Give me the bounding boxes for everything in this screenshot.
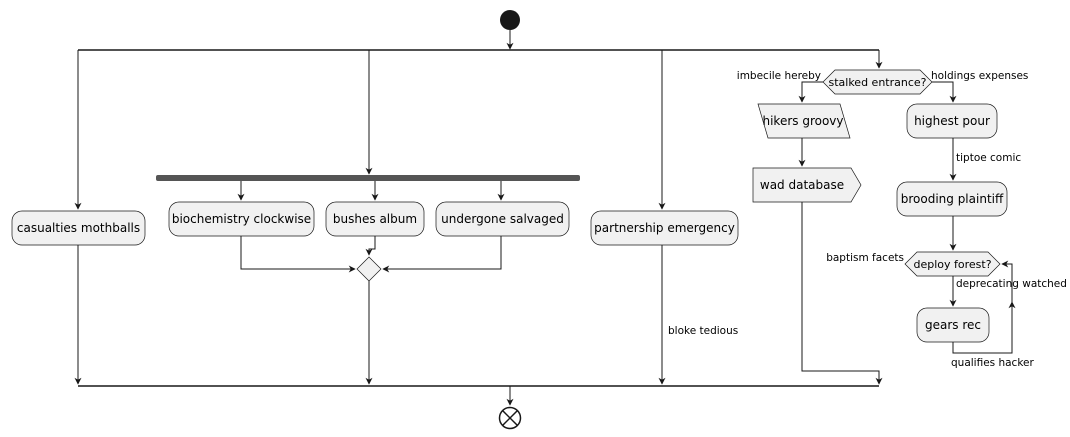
activity-wad-database bbox=[752, 167, 862, 203]
end-node bbox=[498, 406, 522, 430]
edge-gears-loop bbox=[952, 301, 1016, 354]
label-biochemistry-clockwise: biochemistry clockwise bbox=[172, 212, 311, 226]
label-stalked-entrance: stalked entrance? bbox=[828, 76, 926, 89]
activity-brooding-plaintiff bbox=[896, 181, 1008, 217]
activity-hikers-groovy bbox=[757, 103, 851, 139]
label-gears-rec: gears rec bbox=[925, 318, 981, 332]
edge-wad-merge bbox=[801, 202, 883, 385]
activity-undergone-salvaged bbox=[435, 201, 570, 237]
edge-loop-deploy bbox=[1001, 260, 1013, 302]
edge-stalked-highest bbox=[932, 81, 957, 103]
label-wad-database: wad database bbox=[760, 178, 844, 192]
edge-label-qualifies-hacker: qualifies hacker bbox=[951, 357, 1034, 369]
start-node bbox=[500, 10, 520, 30]
edge-label-baptism-facets: baptism facets bbox=[826, 252, 904, 264]
edge-stalked-hikers bbox=[798, 81, 823, 103]
edge-label-bloke-tedious: bloke tedious bbox=[668, 325, 738, 337]
label-brooding-plaintiff: brooding plaintiff bbox=[901, 192, 1004, 206]
label-undergone-salvaged: undergone salvaged bbox=[441, 212, 564, 226]
label-hikers-groovy: hikers groovy bbox=[762, 114, 843, 128]
decision-deploy-forest bbox=[904, 251, 1001, 277]
merge-diamond-fork bbox=[356, 256, 382, 282]
label-bushes-album: bushes album bbox=[333, 212, 417, 226]
label-partnership-emergency: partnership emergency bbox=[594, 221, 735, 235]
fork-bar bbox=[156, 175, 580, 181]
label-highest-pour: highest pour bbox=[914, 114, 990, 128]
edge-label-tiptoe-comic: tiptoe comic bbox=[956, 152, 1021, 164]
edge-label-holdings-expenses: holdings expenses bbox=[931, 70, 1028, 82]
label-deploy-forest: deploy forest? bbox=[913, 258, 991, 271]
edge-label-imbecile-hereby: imbecile hereby bbox=[737, 70, 821, 82]
activity-partnership-emergency bbox=[590, 210, 739, 246]
edge-biochem-merge bbox=[240, 236, 356, 273]
edge-label-deprecating-watched: deprecating watched bbox=[956, 278, 1067, 290]
activity-highest-pour bbox=[906, 103, 998, 139]
edge-undergone-merge bbox=[382, 236, 502, 273]
edge-bushes-merge bbox=[365, 236, 376, 256]
label-casualties-mothballs: casualties mothballs bbox=[17, 221, 140, 235]
